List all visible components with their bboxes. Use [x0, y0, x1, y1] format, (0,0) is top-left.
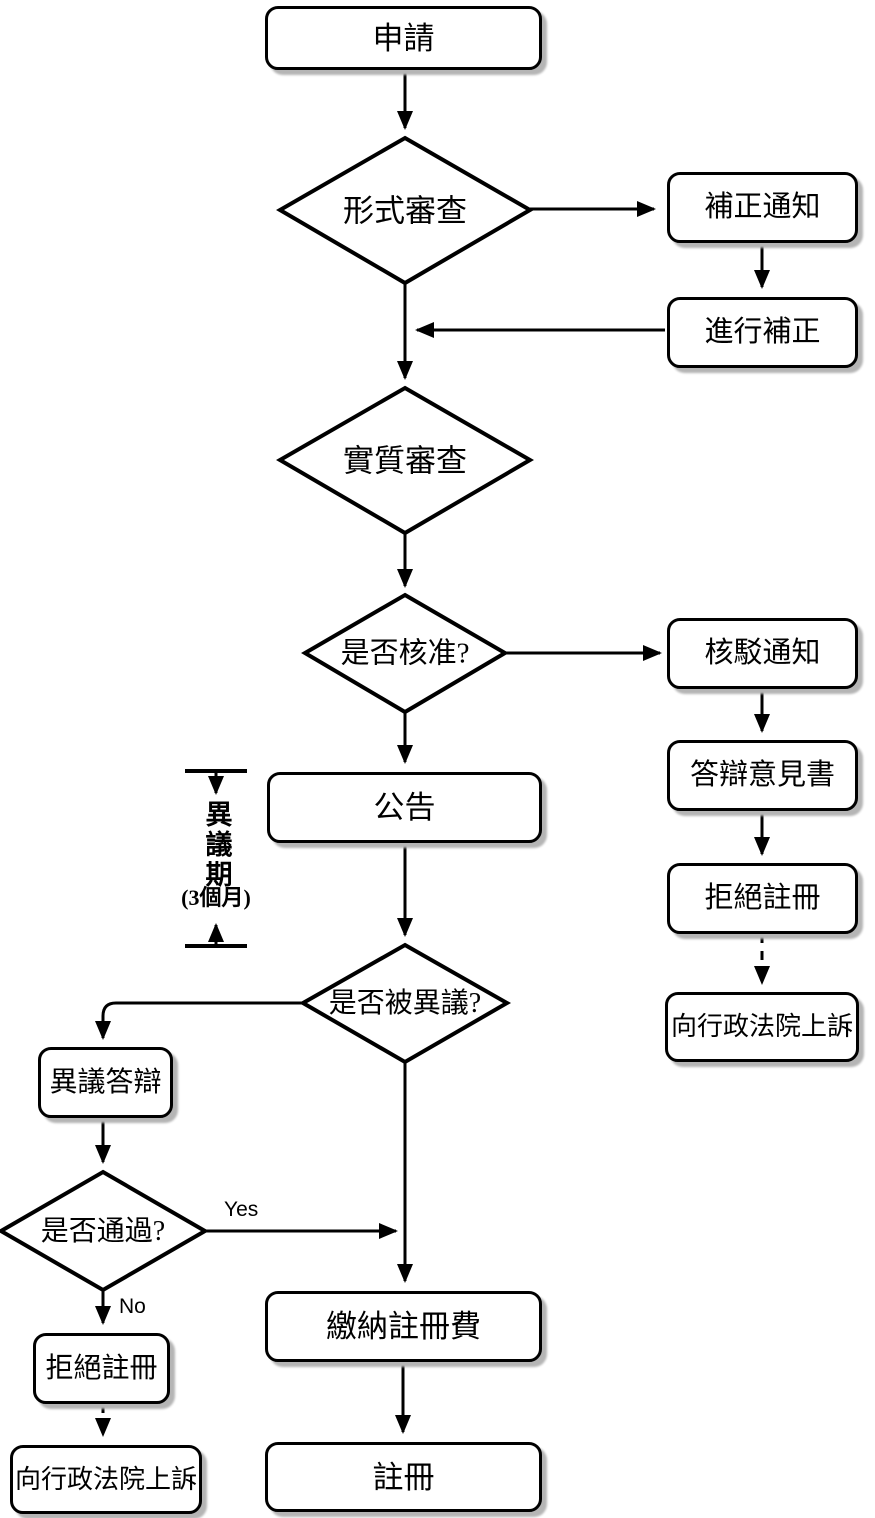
node-pay-fee: 繳納註冊費: [265, 1291, 542, 1362]
node-appeal-court-left: 向行政法院上訴: [10, 1445, 202, 1514]
passed-label: 是否通過?: [40, 1216, 166, 1247]
node-rejection-notice: 核駁通知: [667, 618, 858, 689]
formal-exam-label: 形式審查: [343, 193, 467, 229]
opposed-diamond: [298, 942, 512, 1065]
node-register: 註冊: [265, 1442, 542, 1512]
node-opposition-defense: 異議答辯: [38, 1047, 173, 1118]
formal-exam-diamond: [276, 135, 534, 286]
opposition-period-duration: (3個月): [181, 885, 251, 910]
yes-label: Yes: [224, 1198, 259, 1221]
node-refuse-registration-left: 拒絕註冊: [33, 1333, 170, 1404]
node-do-correction: 進行補正: [667, 297, 858, 368]
node-correction-notice: 補正通知: [667, 172, 858, 243]
edge-opposed-to-opposition-defense: [95, 1001, 303, 1040]
opposition-period-label: 異議期: [201, 800, 232, 890]
approved-label: 是否核准?: [340, 637, 470, 670]
node-response-brief: 答辯意見書: [667, 740, 858, 811]
node-apply: 申請: [265, 6, 542, 70]
no-label: No: [119, 1295, 146, 1318]
node-publication: 公告: [267, 772, 542, 843]
passed-diamond: [0, 1169, 209, 1293]
node-appeal-court-right: 向行政法院上訴: [665, 992, 859, 1062]
substantive-exam-label: 實質審查: [343, 443, 467, 479]
approved-diamond: [301, 592, 509, 715]
substantive-exam-diamond: [276, 385, 534, 536]
opposed-label: 是否被異議?: [328, 988, 482, 1019]
node-refuse-registration-right: 拒絕註冊: [667, 863, 858, 934]
